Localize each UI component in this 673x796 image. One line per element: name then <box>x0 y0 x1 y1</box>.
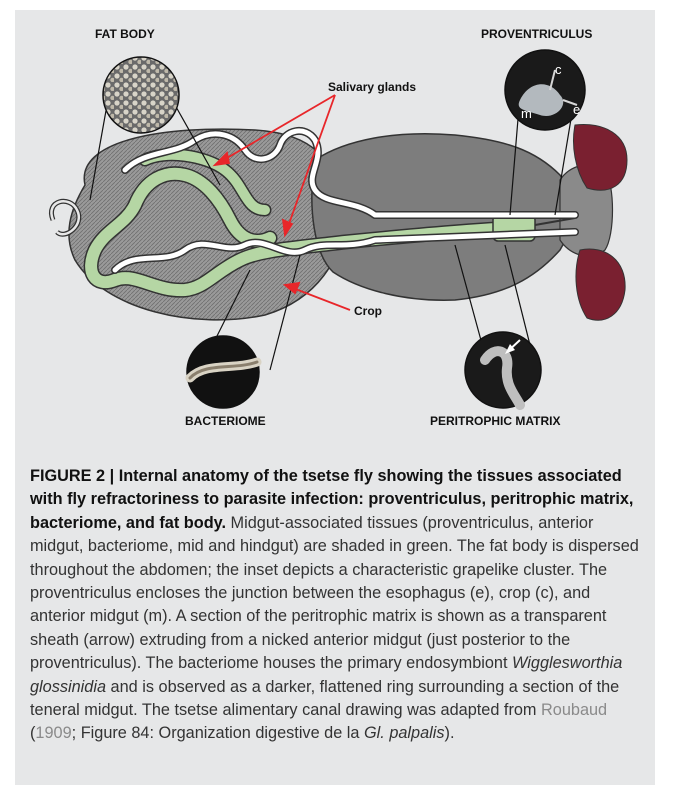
figure-panel: FAT BODY PROVENTRICULUS Salivary glands … <box>15 10 655 785</box>
inset-label-c: c <box>555 62 562 77</box>
label-bacteriome: BACTERIOME <box>185 414 266 428</box>
reference-close: ). <box>445 724 455 742</box>
proventriculus-inset <box>505 50 585 130</box>
inset-label-m: m <box>521 106 532 121</box>
reference-species: Gl. palpalis <box>364 724 445 742</box>
inset-label-e: e <box>573 102 580 117</box>
label-crop: Crop <box>354 304 382 318</box>
anatomy-figure: FAT BODY PROVENTRICULUS Salivary glands … <box>15 10 655 455</box>
eye-lower <box>576 249 625 320</box>
label-proventriculus: PROVENTRICULUS <box>481 27 592 41</box>
reference-year-link[interactable]: 1909 <box>35 724 71 742</box>
figure-caption: FIGURE 2 | Internal anatomy of the tsets… <box>30 465 645 746</box>
caption-body-2: and is observed as a darker, flattened r… <box>30 678 619 719</box>
label-fat-body: FAT BODY <box>95 27 155 41</box>
fat-body-inset <box>103 57 179 133</box>
reference-rest: ; Figure 84: Organization digestive de l… <box>72 724 364 742</box>
bacteriome-inset <box>187 336 259 408</box>
caption-body-1: Midgut-associated tissues (proventriculu… <box>30 514 639 672</box>
label-salivary-glands: Salivary glands <box>328 80 416 94</box>
reference-author-link[interactable]: Roubaud <box>541 701 607 719</box>
label-peritrophic-matrix: PERITROPHIC MATRIX <box>430 414 560 428</box>
peritrophic-matrix-inset <box>465 332 541 408</box>
